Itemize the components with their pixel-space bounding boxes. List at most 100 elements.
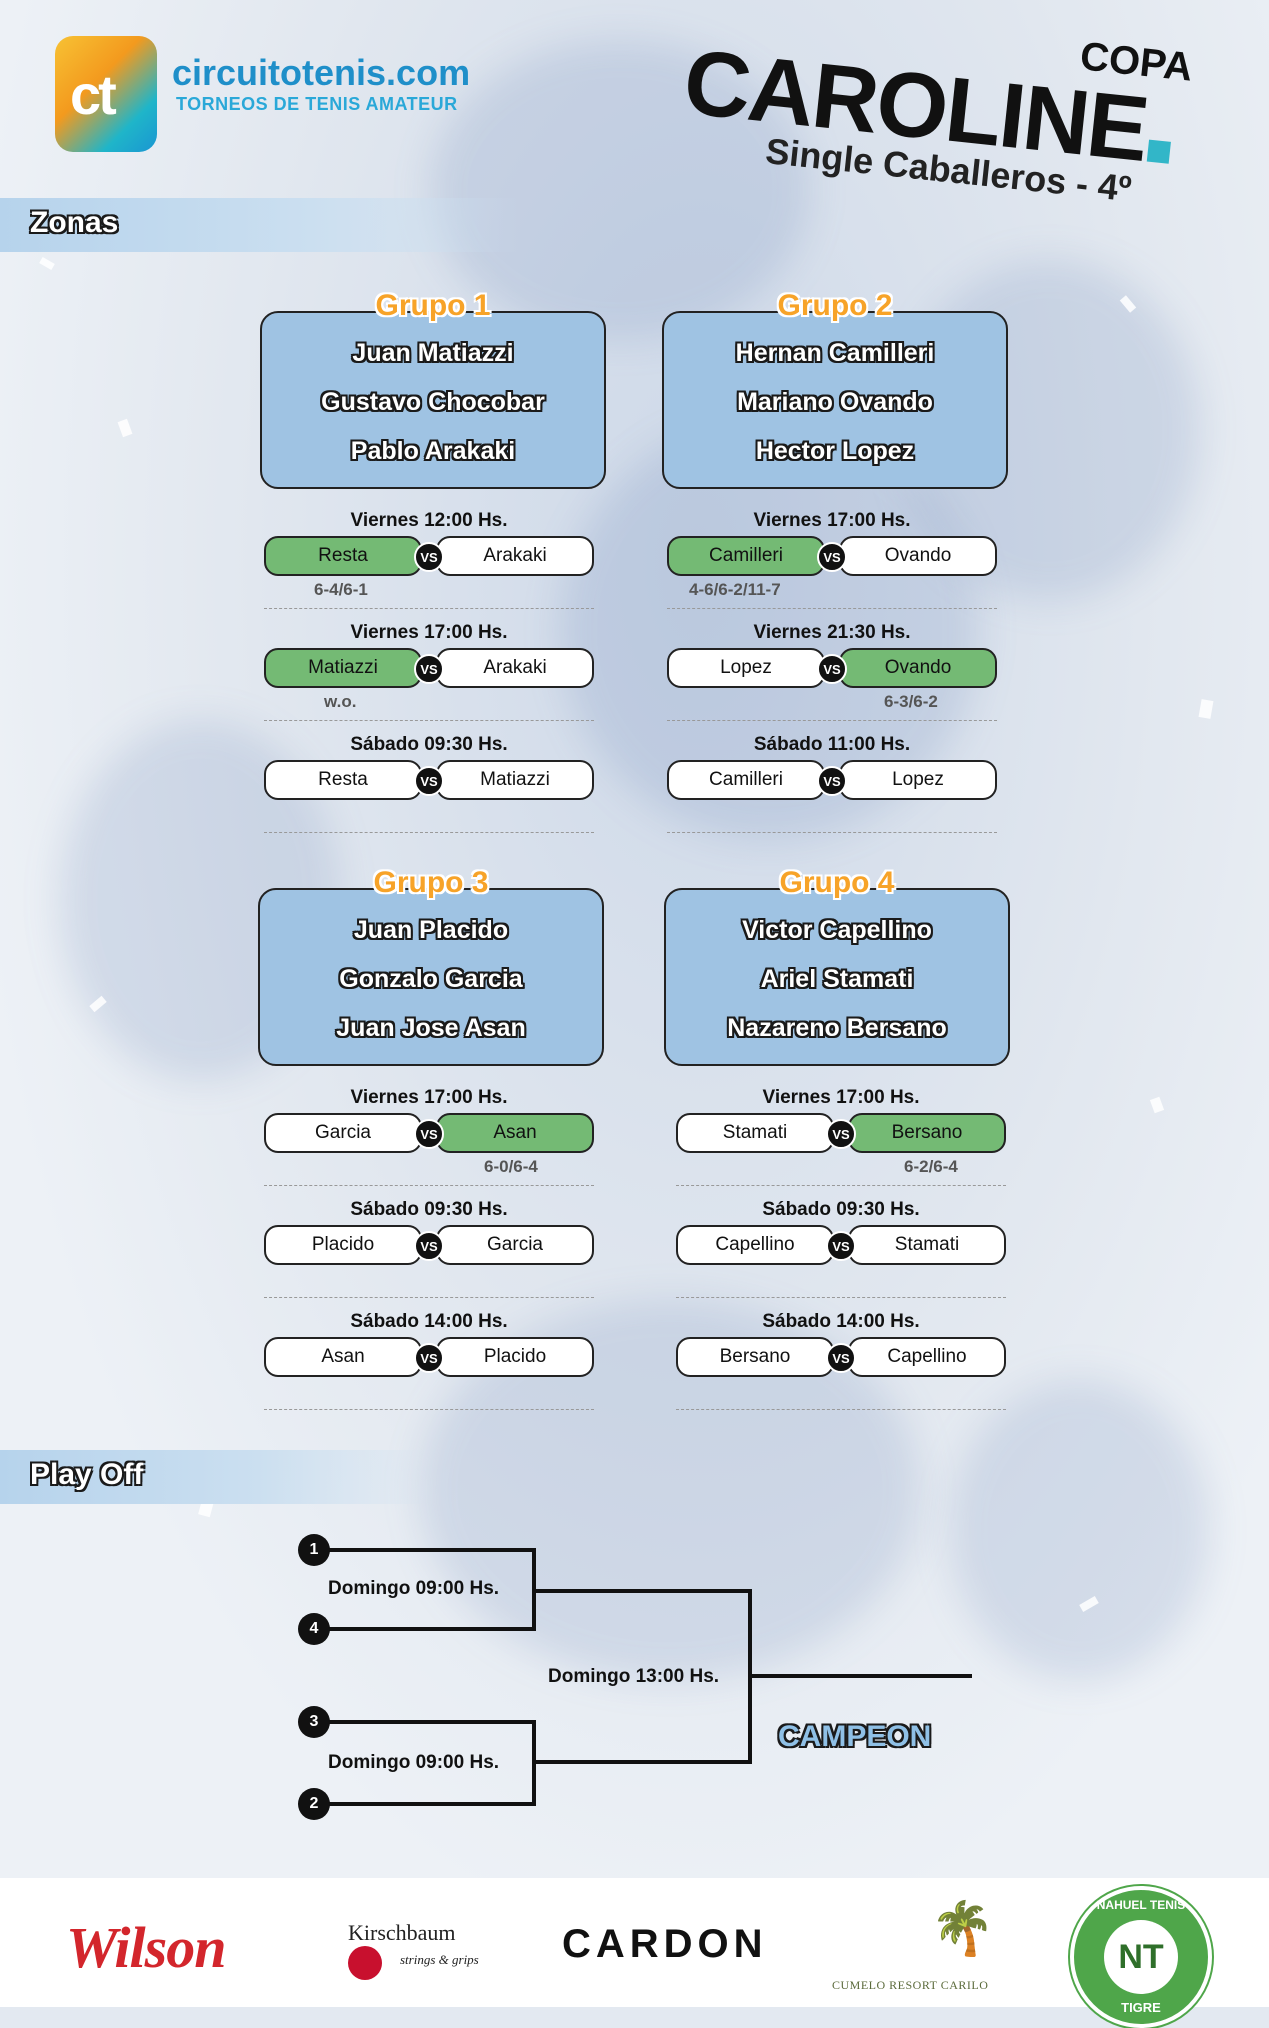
nt-mark: NT: [1104, 1920, 1178, 1994]
vs-badge: VS: [817, 766, 847, 796]
player-right: Placido: [436, 1337, 594, 1377]
player-left: Garcia: [264, 1113, 422, 1153]
bracket-line: [314, 1720, 536, 1724]
group-3-box: Grupo 3 Juan Placido Gonzalo Garcia Juan…: [258, 866, 604, 1066]
group-player: Pablo Arakaki: [350, 437, 516, 465]
group-player: Juan Matiazzi: [352, 339, 514, 367]
player-right: Matiazzi: [436, 760, 594, 800]
bracket-line: [752, 1674, 972, 1678]
match-divider: [264, 832, 594, 833]
vs-badge: VS: [414, 542, 444, 572]
match-divider: [676, 1409, 1006, 1410]
player-left: Stamati: [676, 1113, 834, 1153]
match-time: Sábado 14:00 Hs.: [762, 1311, 920, 1332]
vs-badge: VS: [414, 1343, 444, 1373]
player-left: Bersano: [676, 1337, 834, 1377]
group-1-box: Grupo 1 Juan Matiazzi Gustavo Chocobar P…: [260, 289, 606, 489]
match-time: Sábado 14:00 Hs.: [350, 1311, 508, 1332]
match-g2-3: Sábado 11:00 Hs. Camilleri Lopez VS: [667, 734, 997, 833]
player-right: Garcia: [436, 1225, 594, 1265]
group-player: Mariano Ovando: [737, 388, 933, 416]
group-player: Gonzalo Garcia: [339, 965, 523, 993]
vs-badge: VS: [817, 542, 847, 572]
group-4-box: Grupo 4 Victor Capellino Ariel Stamati N…: [664, 866, 1010, 1066]
player-right-winner: Ovando: [839, 648, 997, 688]
match-divider: [676, 1185, 1006, 1186]
nahuel-tenis-bottom: TIGRE: [1121, 2000, 1161, 2015]
match-time: Viernes 17:00 Hs.: [350, 1087, 508, 1108]
player-right: Capellino: [848, 1337, 1006, 1377]
match-score: 6-4/6-1: [314, 580, 368, 599]
player-left: Resta: [264, 760, 422, 800]
champion-label: CAMPEON: [778, 1720, 932, 1753]
logo-mark: ct: [70, 63, 117, 126]
match-divider: [667, 608, 997, 609]
group-player: Nazareno Bersano: [727, 1014, 947, 1042]
match-divider: [264, 720, 594, 721]
match-g1-3: Sábado 09:30 Hs. Resta Matiazzi VS: [264, 734, 594, 833]
player-right: Arakaki: [436, 536, 594, 576]
player-right-winner: Bersano: [848, 1113, 1006, 1153]
player-right-winner: Asan: [436, 1113, 594, 1153]
kirschbaum-subtitle: strings & grips: [400, 1952, 479, 1967]
vs-badge: VS: [414, 766, 444, 796]
bracket-line: [314, 1802, 536, 1806]
group-title: Grupo 3: [373, 866, 489, 899]
match-g3-3: Sábado 14:00 Hs. Asan Placido VS: [264, 1311, 594, 1410]
match-g2-1: Viernes 17:00 Hs. Camilleri Ovando VS 4-…: [667, 510, 997, 609]
match-g1-1: Viernes 12:00 Hs. Resta Arakaki VS 6-4/6…: [264, 510, 594, 609]
group-player: Ariel Stamati: [760, 965, 914, 993]
player-right: Lopez: [839, 760, 997, 800]
kirschbaum-logo: Kirschbaum: [348, 1920, 456, 1945]
player-left: Asan: [264, 1337, 422, 1377]
match-divider: [264, 1297, 594, 1298]
match-score: w.o.: [324, 692, 357, 711]
player-left: Lopez: [667, 648, 825, 688]
kirschbaum-cherry-icon: [348, 1946, 382, 1980]
zonas-title: Zonas: [30, 206, 119, 239]
group-player: Gustavo Chocobar: [321, 388, 545, 416]
match-divider: [264, 608, 594, 609]
match-score: 4-6/6-2/11-7: [689, 580, 781, 599]
playoff-banner: Play Off: [0, 1450, 430, 1504]
match-time: Viernes 17:00 Hs.: [350, 622, 508, 643]
match-divider: [667, 720, 997, 721]
wilson-logo: Wilson: [66, 1915, 226, 1980]
background: [0, 0, 1269, 1878]
match-time: Viernes 17:00 Hs.: [753, 510, 911, 531]
player-left-winner: Resta: [264, 536, 422, 576]
group-player: Juan Jose Asan: [336, 1014, 526, 1042]
match-g3-1: Viernes 17:00 Hs. Garcia Asan VS 6-0/6-4: [264, 1087, 594, 1186]
semifinal-time: Domingo 09:00 Hs.: [328, 1578, 500, 1599]
match-time: Sábado 11:00 Hs.: [753, 734, 911, 755]
match-divider: [264, 1185, 594, 1186]
seed-badge: 4: [298, 1613, 330, 1645]
bracket-line: [532, 1760, 752, 1764]
bracket-line: [314, 1548, 536, 1552]
match-time: Viernes 21:30 Hs.: [753, 622, 911, 643]
playoff-title: Play Off: [30, 1458, 144, 1491]
group-title: Grupo 4: [779, 866, 895, 899]
site-tagline: TORNEOS DE TENIS AMATEUR: [176, 94, 458, 114]
match-divider: [667, 832, 997, 833]
seed-badge: 1: [298, 1534, 330, 1566]
player-left: Capellino: [676, 1225, 834, 1265]
match-score: 6-0/6-4: [484, 1157, 538, 1176]
circuitotenis-logo: [55, 36, 157, 152]
group-player: Victor Capellino: [742, 916, 932, 944]
match-time: Sábado 09:30 Hs.: [350, 734, 508, 755]
semifinal-time: Domingo 09:00 Hs.: [328, 1752, 500, 1773]
zonas-banner: Zonas: [0, 198, 520, 252]
vs-badge: VS: [414, 1119, 444, 1149]
seed-badge: 3: [298, 1706, 330, 1738]
match-time: Sábado 09:30 Hs.: [762, 1199, 920, 1220]
cumelo-logo: CUMELO RESORT CARILO: [832, 1978, 989, 1992]
player-left: Placido: [264, 1225, 422, 1265]
site-name: circuitotenis.com: [172, 52, 471, 93]
vs-badge: VS: [817, 654, 847, 684]
match-time: Viernes 17:00 Hs.: [762, 1087, 920, 1108]
group-player: Hector Lopez: [755, 437, 915, 465]
nahuel-tenis-logo: NAHUEL TENIS NT TIGRE: [1070, 1886, 1212, 2028]
vs-badge: VS: [826, 1119, 856, 1149]
match-g4-3: Sábado 14:00 Hs. Bersano Capellino VS: [676, 1311, 1006, 1410]
